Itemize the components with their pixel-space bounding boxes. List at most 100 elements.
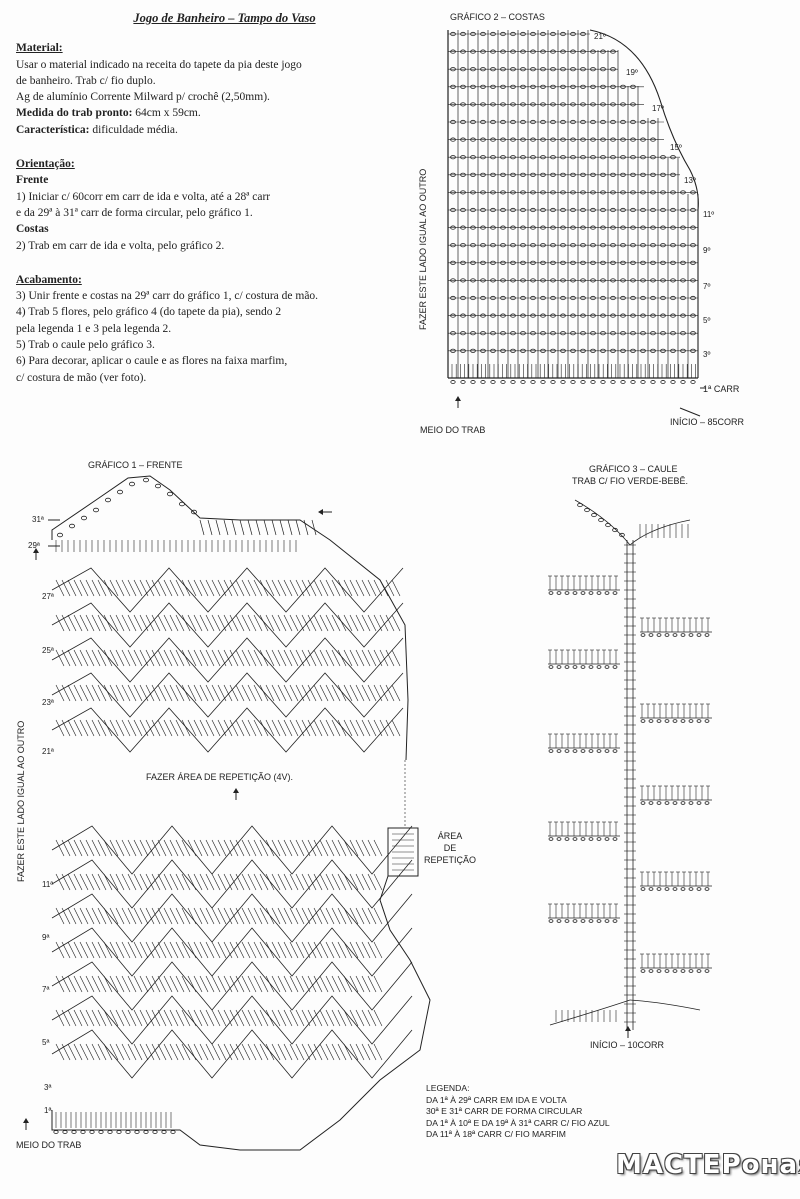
chart1-dc-stitch-bottom: [85, 1009, 95, 1027]
chart1-dc-stitch-bottom: [223, 873, 233, 891]
chart1-dc-stitch-top: [139, 649, 149, 667]
chart2-chain-stitch: [580, 313, 586, 318]
chart1-dc-stitch-bottom: [163, 839, 173, 857]
chart2-chain-stitch: [650, 225, 656, 230]
chart2-chain-stitch: [550, 31, 556, 37]
chart1-dc-stitch-bottom: [79, 907, 89, 925]
chart3-leaf-chain: [672, 969, 678, 973]
chart1-crown-stitch: [255, 519, 261, 536]
chart2-chain-stitch: [630, 331, 636, 336]
chart1-dc-stitch-top: [235, 649, 245, 667]
chart1-dc-stitch-top: [223, 614, 233, 632]
chart1-dc-stitch-bottom: [325, 1043, 335, 1061]
chart2-chain-stitch: [630, 172, 636, 177]
chart1-dc-stitch-bottom: [205, 975, 215, 993]
chart1-dc-stitch-bottom: [175, 907, 185, 925]
chart1-dc-stitch-top: [277, 719, 287, 737]
chart2-chain-stitch: [450, 190, 456, 195]
chart2-chain-stitch: [450, 348, 456, 353]
chart2-chain-stitch: [470, 119, 476, 125]
chart2-chain-stitch: [540, 137, 546, 142]
chart1-dc-stitch-top: [127, 684, 137, 702]
chart1-dc-stitch-top: [319, 684, 329, 702]
chart1-dc-stitch-bottom: [127, 941, 137, 959]
chart2-chain-stitch: [570, 49, 576, 54]
feature-label: Característica:: [16, 123, 90, 136]
chart3-leaf-chain: [680, 887, 686, 891]
chart3-leaf-chain: [580, 665, 586, 669]
chart1-dc-stitch-top: [133, 649, 143, 667]
chart2-chain-stitch: [680, 207, 686, 213]
chart2-chain-stitch: [550, 190, 556, 195]
chart2-chain-stitch: [610, 278, 616, 283]
chart2-foundation-chain: [590, 380, 596, 384]
chart2-chain-stitch: [480, 243, 486, 248]
chart3-leaf-chain: [688, 887, 694, 891]
chart1-dc-stitch-top: [163, 684, 173, 702]
chart1-dc-stitch-bottom: [169, 975, 179, 993]
chart1-dc-stitch-bottom: [217, 839, 227, 857]
chart2-chain-stitch: [600, 49, 606, 54]
chart1-dc-stitch-top: [235, 614, 245, 632]
chart1-dc-stitch-top: [175, 649, 185, 667]
chart1-foundation-chain: [143, 1130, 149, 1134]
chart1-dc-stitch-bottom: [211, 975, 221, 993]
chart1-dc-stitch-bottom: [295, 941, 305, 959]
chart3-leaf-chain: [572, 919, 578, 923]
chart2-row-label: 9º: [703, 246, 711, 255]
chart1-dc-stitch-top: [193, 684, 203, 702]
chart1-dc-stitch-bottom: [103, 941, 113, 959]
chart2-chain-stitch: [530, 155, 536, 160]
chart1-dc-stitch-bottom: [361, 941, 371, 959]
chart2-chain-stitch: [590, 190, 596, 195]
chart1-dc-stitch-top: [121, 684, 131, 702]
chart2-chain-stitch: [590, 102, 596, 107]
chart1-dc-stitch-bottom: [337, 1009, 347, 1027]
chart1-dc-stitch-bottom: [151, 941, 161, 959]
chart1-dc-stitch-bottom: [163, 873, 173, 891]
chart2-chain-stitch: [520, 260, 526, 265]
chart2-chain-stitch: [590, 331, 596, 336]
chart1-dc-stitch-top: [247, 719, 257, 737]
chart2-chain-stitch: [480, 84, 486, 89]
chart1-row-label: 27ª: [42, 592, 54, 601]
chart1-dc-stitch-bottom: [271, 873, 281, 891]
chart1-dc-stitch-bottom: [271, 975, 281, 993]
chart2-foundation-chain: [470, 380, 476, 384]
chart1-dc-stitch-bottom: [373, 1043, 383, 1061]
chart2-chain-stitch: [570, 225, 576, 230]
chart2-chain-stitch: [610, 260, 616, 265]
chart1-dc-stitch-bottom: [247, 839, 257, 857]
chart1-dc-stitch-top: [361, 684, 371, 702]
measure-label: Medida do trab pronto:: [16, 107, 133, 120]
chart1-dc-stitch-bottom: [115, 1009, 125, 1027]
chart1-dc-stitch-top: [319, 649, 329, 667]
chart2-chain-stitch: [590, 243, 596, 248]
chart1-dc-stitch-bottom: [295, 839, 305, 857]
chart1-dc-stitch-bottom: [103, 839, 113, 857]
chart1-dc-stitch-top: [301, 649, 311, 667]
chart3-leaf-chain: [588, 837, 594, 841]
chart2-chain-stitch: [610, 313, 616, 318]
chart2-chain-stitch: [650, 295, 656, 301]
chart1-dc-stitch-top: [145, 684, 155, 702]
chart2-chain-stitch: [670, 243, 676, 248]
chart1-dc-stitch-bottom: [163, 975, 173, 993]
chart2-chain-stitch: [600, 102, 606, 107]
chart1-row-label: 7ª: [42, 985, 50, 994]
chart3-leaf-chain: [704, 633, 710, 637]
chart2-chain-stitch: [640, 243, 646, 248]
chart1-dc-stitch-bottom: [265, 907, 275, 925]
chart2-chain-stitch: [680, 348, 686, 353]
chart2-chain-stitch: [630, 102, 636, 107]
chart1-foundation-chain: [125, 1130, 131, 1134]
chart1-dc-stitch-bottom: [217, 873, 227, 891]
chart2-chain-stitch: [590, 348, 596, 353]
chart2-chain-stitch: [560, 137, 566, 142]
chart1-dc-stitch-top: [67, 614, 77, 632]
chart1-dc-stitch-bottom: [181, 975, 191, 993]
chart1-dc-stitch-bottom: [373, 1009, 383, 1027]
chart1-crown-stitch: [223, 519, 229, 536]
chart1-dc-stitch-top: [241, 649, 251, 667]
